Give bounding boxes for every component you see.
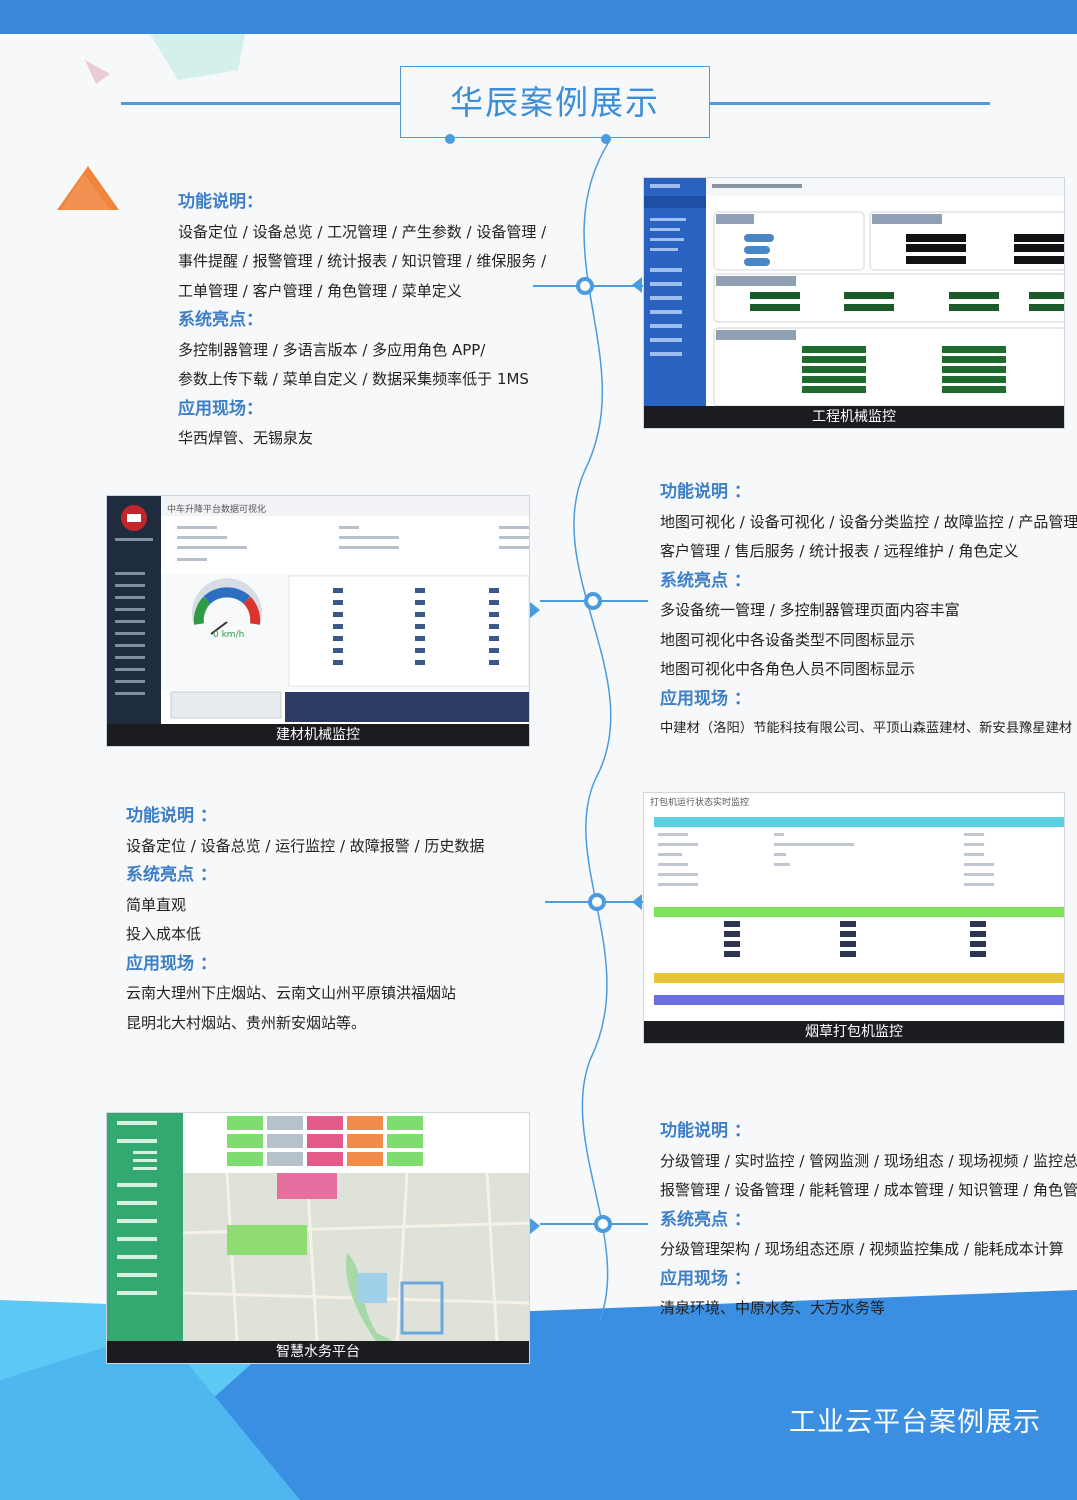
section1-screenshot-mock: [644, 178, 1064, 408]
section2-func-line: 客户管理 / 售后服务 / 统计报表 / 远程维护 / 角色定义: [660, 542, 1019, 560]
section4-highlight-heading: 系统亮点 ：: [660, 1209, 751, 1230]
section1-app-heading: 应用现场：: [178, 398, 263, 419]
section4-func-line: 分级管理 / 实时监控 / 管网监测 / 现场组态 / 现场视频 / 监控总览: [660, 1151, 1077, 1170]
section1-func-line: 事件提醒 / 报警管理 / 统计报表 / 知识管理 / 维保服务 /: [178, 252, 547, 270]
title-dot-right: [601, 134, 611, 144]
section1-text: 功能说明： 设备定位 / 设备总览 / 工况管理 / 产生参数 / 设备管理 /…: [178, 188, 546, 454]
section1-func-heading: 功能说明：: [178, 192, 263, 212]
section3-highlight-line: 投入成本低: [126, 925, 202, 943]
section2-screenshot: 中车升降平台数据可视化 0 km/h 建材机械监控: [106, 495, 530, 747]
section3-screenshot: 打包机运行状态实时监控 烟草打包机监控: [643, 792, 1065, 1044]
title-line-right: [710, 102, 990, 105]
section4-screenshot: 智慧水务平台: [106, 1112, 530, 1364]
section4-timeline-node: [594, 1215, 612, 1233]
section2-app-line: 中建材（洛阳）节能科技有限公司、平顶山森蓝建材、新安县豫星建材: [660, 721, 1073, 736]
section1-func-line: 设备定位 / 设备总览 / 工况管理 / 产生参数 / 设备管理 /: [178, 222, 547, 241]
section1-pointer-icon: [632, 277, 642, 293]
section1-caption: 工程机械监控: [644, 406, 1064, 428]
top-banner: [0, 0, 1077, 34]
section3-text: 功能说明 ： 设备定位 / 设备总览 / 运行监控 / 故障报警 / 历史数据 …: [126, 802, 484, 1038]
section2-pointer-icon: [530, 602, 540, 618]
section1-highlight-heading: 系统亮点：: [178, 310, 263, 330]
section2-highlight-line: 地图可视化中各角色人员不同图标显示: [660, 660, 916, 678]
section2-caption: 建材机械监控: [107, 724, 529, 746]
section1-highlight-line: 多控制器管理 / 多语言版本 / 多应用角色 APP/: [178, 340, 486, 359]
title-frame: [400, 66, 710, 138]
section2-func-heading: 功能说明 ：: [660, 482, 751, 502]
title-dot-left: [445, 134, 455, 144]
section3-timeline-node: [588, 893, 606, 911]
section4-screenshot-mock: [107, 1113, 529, 1344]
section4-func-heading: 功能说明 ：: [660, 1121, 751, 1141]
section1-highlight-line: 参数上传下载 / 菜单自定义 / 数据采集频率低于 1MS: [178, 370, 529, 388]
footer-title: 工业云平台案例展示: [789, 1407, 1041, 1438]
orange-triangle-icon: [57, 166, 119, 210]
section3-screenshot-mock: [644, 793, 1064, 1005]
section3-func-line: 设备定位 / 设备总览 / 运行监控 / 故障报警 / 历史数据: [126, 836, 485, 855]
section2-highlight-line: 地图可视化中各设备类型不同图标显示: [660, 630, 916, 649]
section2-func-line: 地图可视化 / 设备可视化 / 设备分类监控 / 故障监控 / 产品管理: [660, 512, 1077, 531]
section2-highlight-line: 多设备统一管理 / 多控制器管理页面内容丰富: [660, 601, 960, 619]
section4-app-heading: 应用现场 ：: [660, 1268, 751, 1289]
section3-highlight-line: 简单直观: [126, 895, 187, 914]
section2-app-heading: 应用现场 ：: [660, 688, 751, 709]
section2-highlight-heading: 系统亮点 ：: [660, 570, 751, 591]
section1-screenshot: 工程机械监控: [643, 177, 1065, 429]
section3-app-line: 云南大理州下庄烟站、云南文山州平原镇洪福烟站: [126, 984, 457, 1002]
section2-timeline-node: [584, 592, 602, 610]
section4-pointer-icon: [530, 1218, 540, 1234]
section3-caption: 烟草打包机监控: [644, 1021, 1064, 1043]
section2-shot-title: 中车升降平台数据可视化: [167, 505, 267, 515]
section2-text: 功能说明 ： 地图可视化 / 设备可视化 / 设备分类监控 / 故障监控 / 产…: [660, 478, 1077, 744]
section3-app-line: 昆明北大村烟站、贵州新安烟站等。: [126, 1013, 367, 1032]
section3-shot-title: 打包机运行状态实时监控: [650, 798, 750, 808]
section3-highlight-heading: 系统亮点 ：: [126, 865, 217, 885]
section3-app-heading: 应用现场 ：: [126, 953, 217, 974]
section4-func-line: 报警管理 / 设备管理 / 能耗管理 / 成本管理 / 知识管理 / 角色管理: [660, 1181, 1077, 1199]
section3-func-heading: 功能说明 ：: [126, 806, 217, 826]
section2-gauge-value: 0 km/h: [213, 630, 245, 640]
section4-app-line: 清泉环境、中原水务、大方水务等: [660, 1299, 886, 1317]
section4-text: 功能说明 ： 分级管理 / 实时监控 / 管网监测 / 现场组态 / 现场视频 …: [660, 1117, 1077, 1324]
section1-app-line: 华西焊管、无锡泉友: [178, 429, 314, 447]
section1-timeline-node: [576, 277, 594, 295]
section4-caption: 智慧水务平台: [107, 1341, 529, 1363]
section4-highlight-line: 分级管理架构 / 现场组态还原 / 视频监控集成 / 能耗成本计算: [660, 1240, 1064, 1258]
page-title: 华辰案例展示: [450, 83, 660, 122]
section3-pointer-icon: [632, 894, 642, 910]
section1-func-line: 工单管理 / 客户管理 / 角色管理 / 菜单定义: [178, 281, 462, 300]
title-line-left: [121, 102, 400, 105]
section2-screenshot-mock: [107, 496, 529, 726]
